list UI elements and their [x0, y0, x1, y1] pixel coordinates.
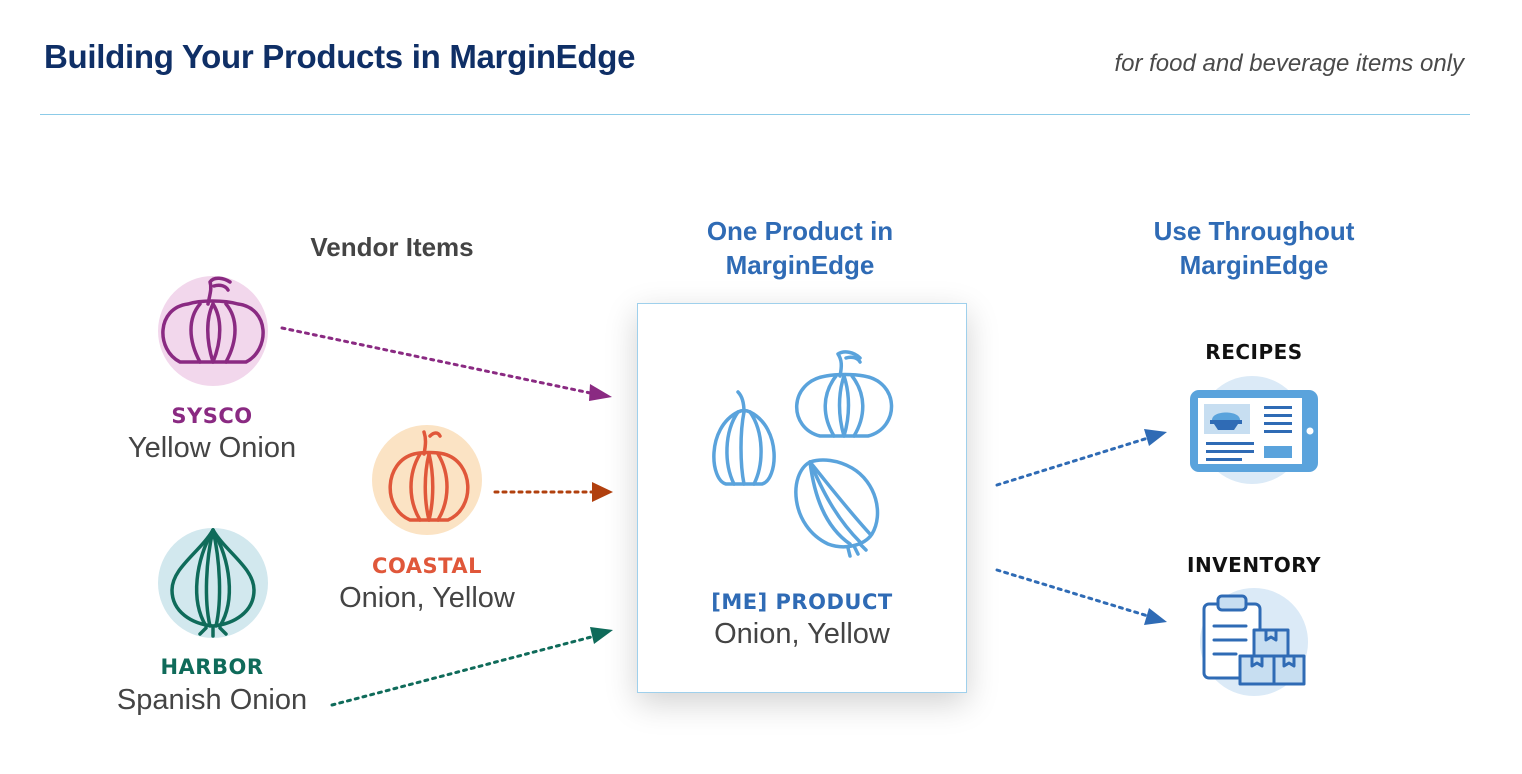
use-label-inventory: INVENTORY [1187, 553, 1321, 577]
product-heading-line1: One Product in [706, 216, 894, 246]
inventory-icon-circle [1200, 588, 1308, 696]
vendor-name-harbor: HARBOR [160, 655, 264, 679]
vendor-item-coastal: Onion, Yellow [339, 582, 515, 614]
sysco-icon-circle [158, 276, 268, 386]
vendor-items-heading: Vendor Items [310, 232, 474, 262]
use-heading-line2: MarginEdge [1179, 250, 1329, 280]
vendor-name-sysco: SYSCO [171, 404, 253, 428]
recipes-icon-circle [1198, 376, 1306, 484]
product-item: Onion, Yellow [714, 618, 890, 650]
product-heading-line2: MarginEdge [725, 250, 875, 280]
page-title: Building Your Products in MarginEdge [44, 38, 636, 75]
product-heading: One Product in MarginEdge [660, 214, 940, 282]
page-subtitle: for food and beverage items only [1114, 50, 1464, 77]
arrow-sysco-to-product [280, 326, 612, 401]
arrow-product-to-inventory [995, 568, 1167, 625]
vendor-name-coastal: COASTAL [372, 554, 482, 578]
header-divider [40, 114, 1470, 115]
coastal-icon-circle [372, 425, 482, 535]
product-label: [ME] PRODUCT [711, 590, 893, 614]
use-heading: Use Throughout MarginEdge [1104, 214, 1404, 282]
harbor-icon-circle [158, 528, 268, 638]
product-card: [ME] PRODUCT Onion, Yellow [637, 303, 967, 693]
vendor-item-sysco: Yellow Onion [127, 432, 297, 464]
vendor-item-harbor: Spanish Onion [116, 684, 308, 716]
arrow-coastal-to-product [493, 482, 613, 502]
onions-group-icon [712, 350, 894, 558]
arrow-harbor-to-product [330, 627, 613, 707]
arrow-product-to-recipes [995, 429, 1167, 487]
use-label-recipes: RECIPES [1205, 340, 1303, 364]
use-heading-line1: Use Throughout [1153, 216, 1355, 246]
